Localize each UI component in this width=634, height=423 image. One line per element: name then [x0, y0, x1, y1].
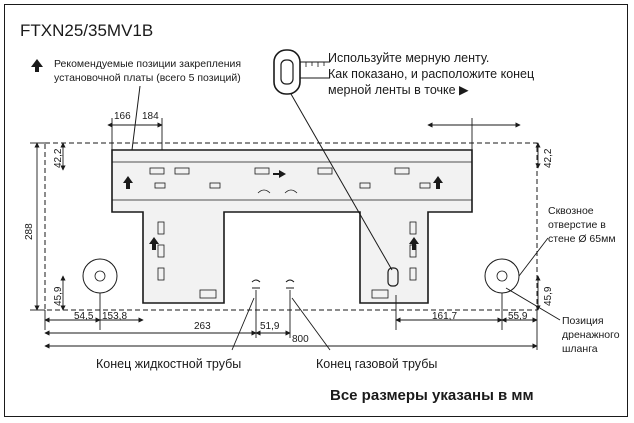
dim-153-8-label: 153,8	[102, 311, 128, 322]
dim-800-label: 800	[292, 334, 309, 345]
hole-callout-line-2: отверстие в	[548, 219, 606, 231]
drain-callout-line-3: шланга	[562, 343, 598, 355]
liquid-pipe-label: Конец жидкостной трубы	[96, 357, 242, 371]
dim-right-top	[427, 118, 521, 150]
hole-callout-line-3: стене Ø 65мм	[548, 233, 616, 245]
dim-45-left-label: 45,9	[53, 286, 64, 306]
wall-hole-left	[82, 258, 118, 294]
drain-callout-line-1: Позиция	[562, 315, 604, 327]
tape-point-marker	[387, 267, 399, 287]
tape-note-line-2: Как показано, и расположите конец	[328, 67, 535, 81]
unit-outline	[44, 142, 538, 311]
dim-bottom-left	[44, 293, 144, 330]
gas-pipe-label: Конец газовой трубы	[316, 357, 438, 371]
dim-288	[30, 142, 45, 311]
dim-55-9-label: 55,9	[508, 311, 528, 322]
dim-51-9-label: 51,9	[260, 321, 280, 332]
dim-263	[44, 290, 257, 338]
dim-263-label: 263	[194, 321, 211, 332]
dim-54-5-label: 54,5	[74, 311, 94, 322]
liquid-pipe-end	[251, 279, 261, 289]
dim-288-label: 288	[24, 223, 35, 240]
dim-42-right-label: 42,2	[543, 148, 554, 168]
gas-pipe-end	[285, 279, 295, 289]
up-arrow-icon	[31, 59, 43, 72]
dim-161-55	[395, 293, 538, 330]
dim-161-7-label: 161,7	[432, 311, 458, 322]
fixing-position-arrows	[123, 170, 443, 250]
dim-166-label: 166	[114, 111, 131, 122]
model-title: FTXN25/35MV1B	[20, 21, 154, 40]
diagram-frame	[4, 4, 628, 417]
dim-51-9	[255, 290, 291, 338]
mounting-plate	[111, 149, 473, 304]
drain-callout-line-2: дренажного	[562, 329, 620, 341]
legend-line-2: установочной платы (всего 5 позиций)	[54, 72, 241, 84]
dim-166-184	[107, 118, 163, 156]
hole-callout-line-1: Сквозное	[548, 205, 594, 217]
units-footer: Все размеры указаны в мм	[330, 387, 534, 404]
legend-line-1: Рекомендуемые позиции закрепления	[54, 58, 242, 70]
tape-measure-icon	[273, 49, 330, 95]
dim-42-left-label: 42,2	[53, 148, 64, 168]
plate-slots	[149, 167, 431, 299]
dim-45-right-label: 45,9	[543, 286, 554, 306]
wall-hole-right	[484, 258, 520, 294]
tape-note-line-1: Используйте мерную ленту.	[328, 51, 490, 65]
tape-note-line-3: мерной ленты в точке ▶	[328, 83, 469, 97]
dim-800	[44, 310, 538, 350]
dim-184-label: 184	[142, 111, 159, 122]
